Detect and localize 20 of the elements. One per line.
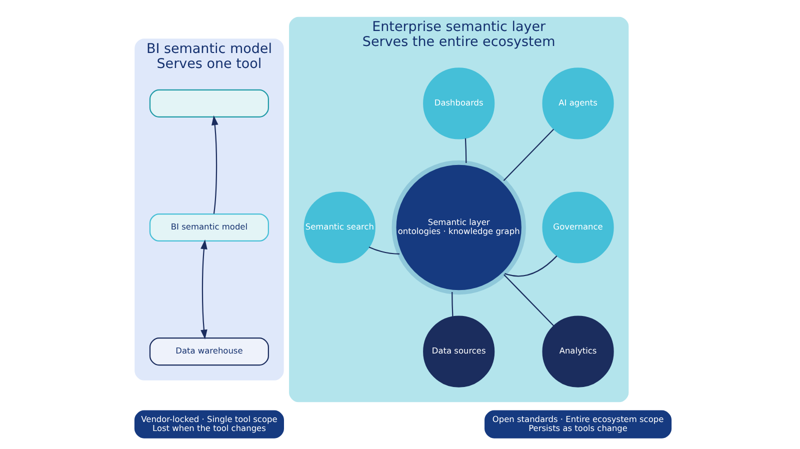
node-circle: Governance [542, 192, 614, 264]
node-circle: Semantic layer ontologies · knowledge graph [392, 160, 526, 295]
connector [504, 274, 554, 326]
node-box: Vendor-locked · Single tool scope Lost when the tool changes [134, 410, 284, 438]
node-box [149, 89, 269, 118]
node-circle: Dashboards [423, 68, 495, 140]
arrow [212, 115, 218, 214]
node-box: Open standards · Entire ecosystem scope Persists as tools change [484, 410, 672, 438]
node-circle: Data sources [423, 316, 495, 388]
connector [504, 256, 558, 277]
node-box: Data warehouse [149, 338, 269, 366]
connector [503, 128, 554, 182]
connector [452, 292, 454, 317]
node-box: BI semantic model [149, 213, 269, 242]
node-circle: AI agents [542, 68, 614, 140]
arrow [200, 239, 208, 340]
connector [464, 138, 467, 163]
node-circle: Analytics [542, 316, 614, 388]
connector [368, 246, 400, 254]
node-circle: Semantic search [304, 192, 376, 264]
